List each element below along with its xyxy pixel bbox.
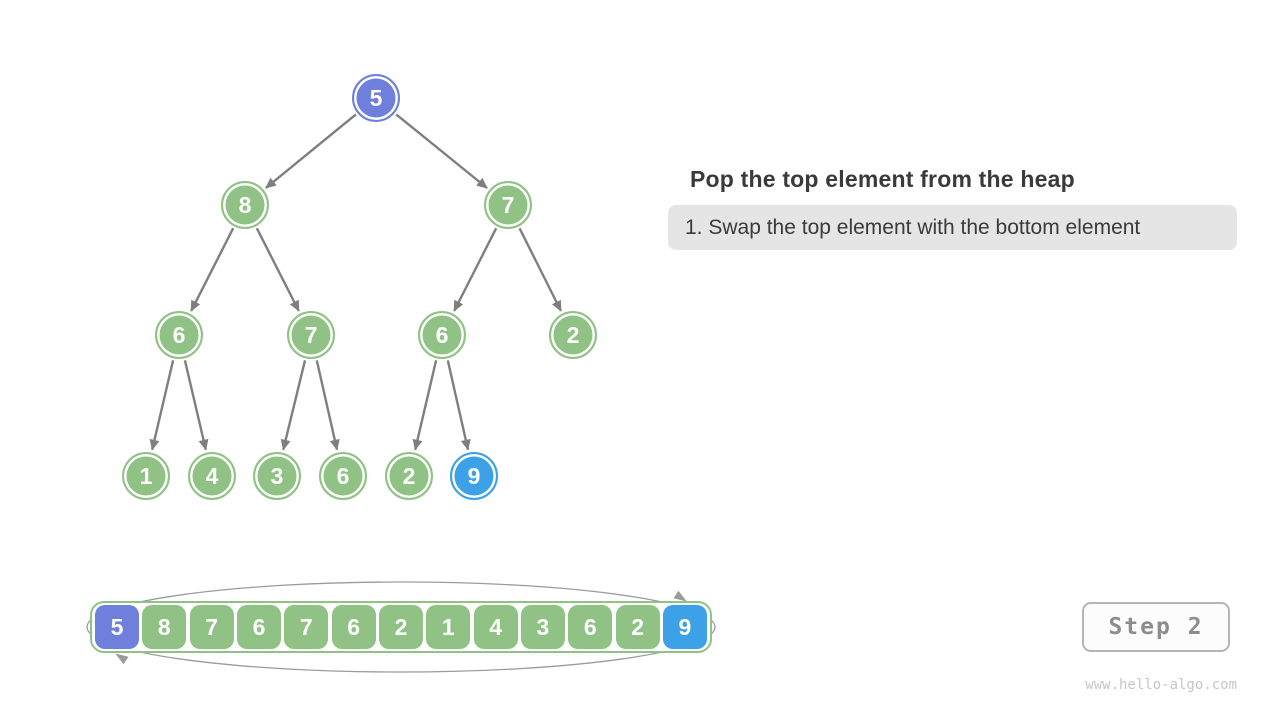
tree-node: 4 [188, 452, 236, 500]
array-cell: 3 [520, 605, 565, 649]
heap-array: 5 8 7 6 7 6 2 1 4 3 6 2 9 [90, 601, 712, 653]
tree-node: 2 [385, 452, 433, 500]
tree-edge [446, 360, 471, 451]
tree-node: 7 [484, 181, 532, 229]
tree-edge [255, 227, 300, 312]
tree-edge [190, 227, 235, 312]
swap-ellipse [86, 581, 716, 673]
tree-edge [395, 113, 488, 189]
tree-node-root: 5 [352, 74, 400, 122]
tree-node: 1 [122, 452, 170, 500]
swap-arrowhead-to-bottom-icon [673, 590, 687, 602]
array-cell: 7 [284, 605, 329, 649]
panel-title: Pop the top element from the heap [690, 166, 1075, 192]
watermark-text: www.hello-algo.com [1085, 677, 1237, 693]
swap-arrowhead-to-top-icon [115, 653, 129, 665]
array-cell: 6 [331, 605, 376, 649]
array-cell: 2 [378, 605, 423, 649]
tree-edge [412, 360, 438, 451]
tree-node: 6 [155, 311, 203, 359]
tree-edge [183, 360, 209, 451]
array-cell-bottom: 9 [662, 605, 707, 649]
step-badge: Step 2 [1082, 602, 1230, 652]
tree-edge [518, 227, 562, 312]
tree-edge [453, 227, 498, 312]
tree-node: 8 [221, 181, 269, 229]
swap-cycle-arrow [86, 581, 716, 673]
tree-edge [149, 360, 175, 451]
array-cell: 6 [236, 605, 281, 649]
array-cell: 2 [615, 605, 660, 649]
array-cell: 8 [142, 605, 187, 649]
instruction-step-box: 1. Swap the top element with the bottom … [668, 205, 1237, 250]
array-cell: 1 [426, 605, 471, 649]
tree-node: 6 [319, 452, 367, 500]
tree-edges [149, 113, 562, 451]
array-cell: 7 [189, 605, 234, 649]
tree-node-bottom: 9 [450, 452, 498, 500]
tree-node: 3 [253, 452, 301, 500]
array-cell-top: 5 [95, 605, 139, 649]
tree-edge [265, 113, 357, 189]
tree-node: 7 [287, 311, 335, 359]
array-cell: 4 [473, 605, 518, 649]
tree-node: 6 [418, 311, 466, 359]
tree-edge [280, 360, 307, 451]
tree-node: 2 [549, 311, 597, 359]
tree-edge [315, 360, 340, 451]
array-cell: 6 [568, 605, 613, 649]
